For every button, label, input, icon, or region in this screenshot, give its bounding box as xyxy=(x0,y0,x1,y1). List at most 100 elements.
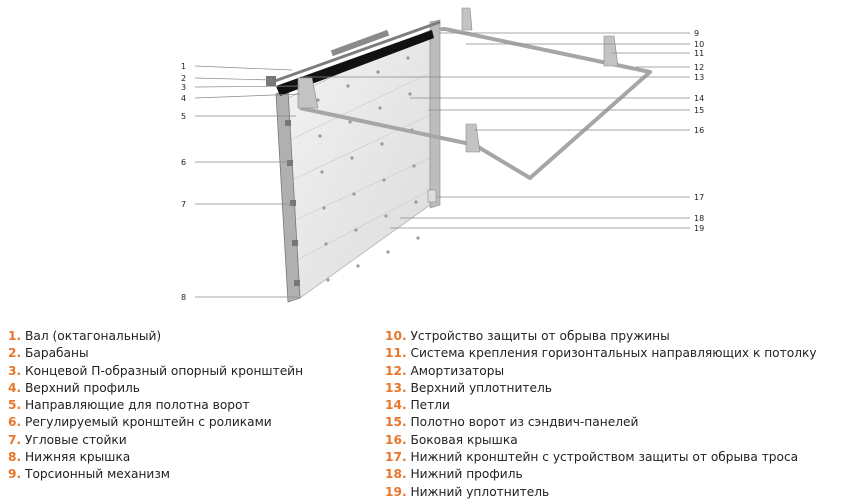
rivet xyxy=(322,206,326,210)
rivet xyxy=(414,200,418,204)
legend-number: 14. xyxy=(385,398,407,413)
rollers xyxy=(285,120,300,286)
legend-label: Нижний профиль xyxy=(410,467,523,482)
legend-number: 2. xyxy=(8,346,22,361)
rivet xyxy=(316,98,320,102)
callout-16: 16 xyxy=(694,126,704,135)
horizontal-track-right xyxy=(438,27,652,180)
callout-15: 15 xyxy=(694,106,704,115)
rivet xyxy=(350,156,354,160)
legend-number: 6. xyxy=(8,415,22,430)
legend-item: 9. Торсионный механизм xyxy=(8,466,303,483)
panel-rivets xyxy=(316,56,420,282)
torsion-shaft xyxy=(271,20,441,84)
legend-number: 9. xyxy=(8,467,22,482)
legend-number: 4. xyxy=(8,380,22,395)
legend-label: Нижний кронштейн с устройством защиты от… xyxy=(410,450,799,465)
legend-number: 17. xyxy=(385,450,407,465)
legend-label: Угловые стойки xyxy=(25,432,127,447)
legend-left: 1. Вал (октагональный) 2. Барабаны 3. Ко… xyxy=(8,328,303,484)
rivet xyxy=(386,250,390,254)
rivet xyxy=(382,178,386,182)
rivet xyxy=(326,278,330,282)
callout-11: 11 xyxy=(694,49,704,58)
rivet xyxy=(354,228,358,232)
legend-label: Барабаны xyxy=(25,346,89,361)
rivet xyxy=(384,214,388,218)
legend-number: 11. xyxy=(385,346,407,361)
legend-item: 10. Устройство защиты от обрыва пружины xyxy=(385,328,817,345)
rivet xyxy=(408,92,412,96)
rivet xyxy=(406,56,410,60)
legend-label: Концевой П-образный опорный кронштейн xyxy=(25,363,304,378)
legend-label: Верхний уплотнитель xyxy=(410,380,552,395)
ceiling-bracket-3 xyxy=(465,123,481,153)
callout-10: 10 xyxy=(694,40,704,49)
legend-label: Нижний уплотнитель xyxy=(410,484,550,499)
legend-label: Нижняя крышка xyxy=(25,450,131,465)
legend-item: 19. Нижний уплотнитель xyxy=(385,484,817,501)
legend-label: Направляющие для полотна ворот xyxy=(25,398,250,413)
legend-number: 5. xyxy=(8,398,22,413)
legend-label: Вал (октагональный) xyxy=(25,329,162,343)
legend-item: 8. Нижняя крышка xyxy=(8,449,303,466)
rivet xyxy=(378,106,382,110)
legend-item: 18. Нижний профиль xyxy=(385,466,817,483)
rivet xyxy=(346,84,350,88)
callout-19: 19 xyxy=(694,224,704,233)
end-bracket xyxy=(297,77,319,109)
callout-9: 9 xyxy=(694,29,699,38)
legend-item: 4. Верхний профиль xyxy=(8,380,303,397)
top-seal xyxy=(276,30,434,96)
callout-5: 5 xyxy=(181,112,186,121)
legend-label: Торсионный механизм xyxy=(25,467,171,482)
legend-label: Амортизаторы xyxy=(410,363,505,378)
legend-number: 10. xyxy=(385,329,407,343)
legend-number: 19. xyxy=(385,484,407,499)
panel-section-lines xyxy=(289,72,431,261)
callout-4: 4 xyxy=(181,94,186,103)
callout-1: 1 xyxy=(181,62,186,71)
rivet xyxy=(416,236,420,240)
legend-item: 14. Петли xyxy=(385,397,817,414)
legend-item: 11. Система крепления горизонтальных нап… xyxy=(385,345,817,362)
legend-item: 17. Нижний кронштейн с устройством защит… xyxy=(385,449,817,466)
legend-label: Система крепления горизонтальных направл… xyxy=(410,346,817,361)
callout-14: 14 xyxy=(694,94,704,103)
rivet xyxy=(356,264,360,268)
callout-8: 8 xyxy=(181,293,186,302)
callout-12: 12 xyxy=(694,63,704,72)
vertical-track-right xyxy=(429,19,441,209)
legend-number: 12. xyxy=(385,363,407,378)
rivet xyxy=(376,70,380,74)
legend-item: 3. Концевой П-образный опорный кронштейн xyxy=(8,363,303,380)
callout-numbers: 1 2 3 4 5 6 7 8 9 10 11 12 13 14 15 16 1… xyxy=(181,29,704,302)
legend-item: 6. Регулируемый кронштейн с роликами xyxy=(8,414,303,431)
callout-18: 18 xyxy=(694,214,704,223)
ceiling-bracket-2 xyxy=(603,35,619,67)
legend-number: 15. xyxy=(385,415,407,430)
legend-item: 13. Верхний уплотнитель xyxy=(385,380,817,397)
callout-6: 6 xyxy=(181,158,186,167)
leader-lines xyxy=(194,32,690,298)
rivet xyxy=(320,170,324,174)
legend-right: 10. Устройство защиты от обрыва пружины … xyxy=(385,328,817,501)
garage-door-diagram: 1 2 3 4 5 6 7 8 9 10 11 12 13 14 15 16 1… xyxy=(181,7,704,303)
rivet xyxy=(348,120,352,124)
rivet xyxy=(412,164,416,168)
legend-item: 7. Угловые стойки xyxy=(8,432,303,449)
legend-number: 16. xyxy=(385,432,407,447)
rivet xyxy=(352,192,356,196)
legend-item: 1. Вал (октагональный) xyxy=(8,328,303,345)
rivet xyxy=(324,242,328,246)
legend-number: 7. xyxy=(8,432,22,447)
legend-number: 13. xyxy=(385,380,407,395)
callout-17: 17 xyxy=(694,193,704,202)
rivet xyxy=(380,142,384,146)
legend-label: Боковая крышка xyxy=(410,432,518,447)
callout-2: 2 xyxy=(181,74,186,83)
legend-label: Полотно ворот из сэндвич-панелей xyxy=(410,415,639,430)
legend-number: 1. xyxy=(8,329,22,343)
legend-label: Петли xyxy=(410,398,450,413)
callout-13: 13 xyxy=(694,73,704,82)
